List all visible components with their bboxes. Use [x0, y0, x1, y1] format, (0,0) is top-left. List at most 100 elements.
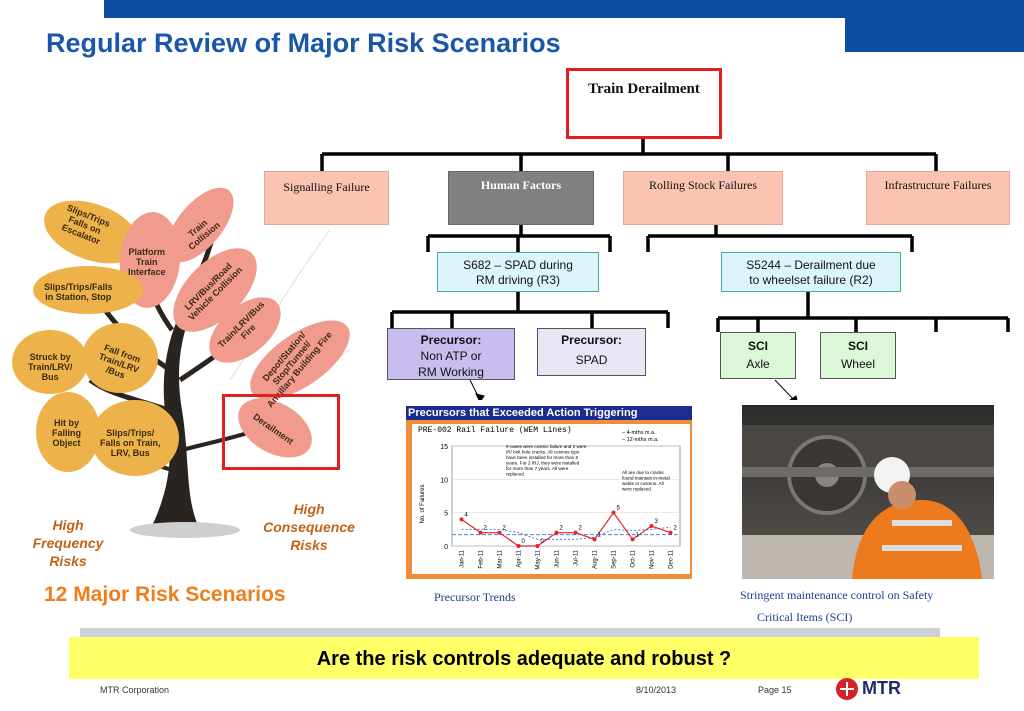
footer-date: 8/10/2013 [636, 685, 677, 695]
chart-x-tick-label: Jul-11 [574, 549, 580, 566]
chart-x-tick-label: Jun-11 [555, 549, 561, 568]
chart-legend-ma4: – 4-mths m.a. [622, 430, 656, 436]
chart-y-tick-label: 10 [440, 477, 448, 484]
mtr-logo-text: MTR [862, 678, 901, 698]
chart-x-tick-label: Aug-11 [593, 549, 599, 569]
header-bar [104, 0, 1024, 18]
chart-x-tick-label: May-11 [536, 549, 542, 569]
chart-data-label: 0 [541, 539, 545, 545]
chart-data-label: 0 [522, 539, 526, 545]
event-s682-line1: S682 – SPAD during [463, 258, 573, 272]
chart-data-label: 4 [465, 512, 469, 518]
leaf-station-slips [33, 266, 143, 314]
chart-x-tick-label: Nov-11 [650, 549, 656, 569]
event-s682-line2: RM driving (R3) [475, 273, 560, 287]
chart-series-line [461, 511, 671, 547]
leaf-ancillary-fire [250, 320, 350, 400]
chart-data-label: 1 [598, 532, 602, 538]
slide-title: Regular Review of Major Risk Scenarios [46, 28, 561, 58]
chart-data-label: 2 [503, 526, 507, 532]
footer-page: Page 15 [758, 685, 792, 695]
leaf-derailment [238, 398, 312, 458]
category-infrastructure-failures: Infrastructure Failures [866, 171, 1010, 225]
derailment-highlight [222, 394, 340, 470]
chart-point [459, 517, 464, 522]
hierarchy-connectors [320, 139, 1010, 400]
leaf-train-collision [166, 187, 234, 263]
precursor-spad: Precursor: SPAD [537, 328, 646, 376]
chart-data-label: 5 [617, 506, 621, 512]
precursor-label: Precursor: [561, 333, 622, 347]
chart-point [497, 530, 502, 535]
photo-caption-line2: Critical Items (SCI) [757, 610, 853, 624]
chart-x-tick-label: Oct-11 [631, 549, 637, 567]
leaf-escalator [44, 200, 140, 264]
question-banner: Are the risk controls adequate and robus… [69, 637, 979, 679]
chart-point [630, 537, 635, 542]
event-s5244-line1: S5244 – Derailment due [746, 258, 876, 272]
chart-point [516, 544, 521, 548]
chart-data-label: 2 [674, 526, 678, 532]
chart-title: Precursors that Exceeded Action Triggeri… [406, 406, 692, 420]
event-s5244-derailment: S5244 – Derailment due to wheelset failu… [721, 252, 901, 292]
chart-point [478, 530, 483, 535]
precursor-chart-panel [412, 424, 690, 574]
leaf-road-collision [173, 248, 257, 332]
maintenance-photo [742, 405, 994, 579]
precursor-line2: RM Working [418, 365, 484, 379]
precursor-non-atp: Precursor: Non ATP or RM Working [387, 328, 515, 380]
chart-y-tick-label: 5 [444, 511, 448, 518]
sci-item: Axle [746, 357, 770, 371]
chart-point [535, 544, 540, 548]
chart-x-tick-label: Jan-11 [460, 549, 466, 568]
chart-data-label: 2 [484, 526, 488, 532]
chart-ma4-line [461, 526, 671, 540]
leaf-falling-object [36, 392, 100, 472]
chart-point [649, 524, 654, 528]
chart-data-label: 2 [560, 526, 564, 532]
chart-y-axis-label: No. of Failures [420, 484, 426, 523]
precursor-label: Precursor: [420, 333, 482, 347]
sci-wheel: SCI Wheel [820, 332, 896, 379]
root-node-train-derailment: Train Derailment [566, 68, 722, 139]
sci-label: SCI [847, 339, 868, 353]
risk-leaves [12, 187, 350, 476]
chart-x-tick-label: Apr-11 [517, 549, 523, 567]
chart-x-tick-label: Feb-11 [479, 549, 485, 568]
sci-label: SCI [747, 339, 768, 353]
category-human-factors: Human Factors [448, 171, 594, 225]
chart-subtitle: PRE-002 Rail Failure (WEM Lines) [418, 426, 572, 435]
precursor-line1: SPAD [575, 353, 608, 367]
event-s5244-line2: to wheelset failure (R2) [749, 273, 873, 287]
chart-x-tick-label: Mar-11 [498, 549, 504, 568]
high-consequence-risks-label: High Consequence Risks [263, 501, 355, 553]
chart-x-tick-label: Dec-11 [669, 549, 675, 569]
event-s682-spad: S682 – SPAD during RM driving (R3) [437, 252, 599, 292]
chart-y-tick-label: 15 [440, 444, 448, 451]
high-frequency-risks-label: High Frequency Risks [32, 517, 104, 569]
mtr-logo-icon [836, 678, 858, 700]
chart-point [611, 510, 616, 515]
chart-point [592, 537, 597, 542]
chart-legend-ma12: – 12-mths m.a. [622, 437, 659, 443]
category-rolling-stock-failures: Rolling Stock Failures [623, 171, 783, 225]
precursor-line1: Non ATP or [420, 349, 482, 363]
chart-x-tick-label: Sep-11 [612, 549, 618, 569]
chart-y-tick-label: 0 [444, 544, 448, 551]
leaf-label-slips-train: Slips/Trips/Falls on Train,LRV, Bus [100, 428, 161, 458]
chart-point [573, 530, 578, 535]
major-risk-scenarios-label: 12 Major Risk Scenarios [44, 583, 286, 606]
leaf-struck-by [12, 330, 88, 394]
chart-caption: Precursor Trends [434, 590, 516, 604]
chart-data-label: 3 [655, 519, 659, 525]
leaf-fall-from [82, 323, 158, 393]
header-bar-tab [845, 18, 1024, 52]
chart-data-label: 1 [636, 532, 640, 538]
